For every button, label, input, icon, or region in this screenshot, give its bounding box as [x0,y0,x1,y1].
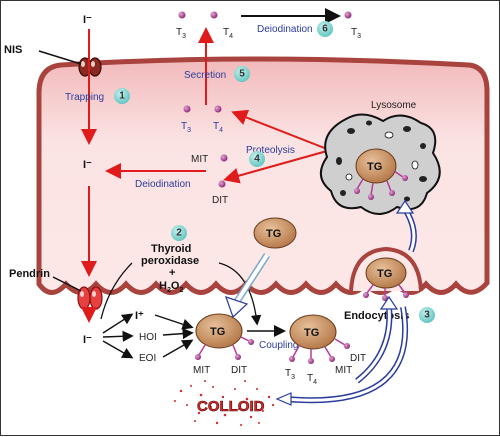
h2o2-label: H2O2 [159,280,183,294]
mit-dot [220,154,228,162]
thyroid-peroxidase-line1: Thyroid [151,243,191,255]
t3-right-label: T3 [351,27,361,40]
deiodination-top-label: Deiodination [257,24,313,35]
tg-lysosome [355,148,397,184]
proteolysis-label: Proteolysis [246,145,295,156]
iodide-top-label: I⁻ [83,14,92,26]
step-3-number: 3 [424,310,430,321]
step-2-badge [171,225,187,241]
step-2-number: 2 [176,228,182,239]
deiodination-left-label: Deiodination [135,179,191,190]
tg-lysosome-chains [356,170,404,196]
nis-label: NIS [4,44,22,56]
tg-free-label: TG [266,228,281,240]
t3-secreted-label: T3 [181,121,191,134]
t4-secreted-dot [214,105,222,113]
tg-lysosome-label: TG [367,161,382,173]
colloid-arrow-head [275,392,292,406]
mit-low-label: MIT [193,365,210,376]
to-hoi-arrow [102,330,134,342]
eoi-label: EOI [139,353,156,364]
tg-lysosome-dots [354,175,408,200]
tg-coupled [289,314,337,350]
mit-label: MIT [191,154,208,165]
colloid-speckles [174,380,275,426]
tg-endocytosed-dots [363,292,409,301]
tg-iodinated-label: TG [210,326,225,338]
step-5-badge [234,66,250,82]
proteolysis-arrow-bottom [223,150,328,184]
t3-right-dot [344,11,352,19]
t4-top-dot [210,11,218,19]
step-6-number: 6 [322,24,328,35]
tg-iodinated-chains [198,336,250,356]
tg-endocytosed-chains [366,284,406,296]
tg-endocytosed-label: TG [377,268,392,280]
proteolysis-arrow-top [231,109,328,150]
tg-iodinated-dots [195,339,254,360]
lysosome-granules [336,120,427,202]
t3-low-label: T3 [285,368,295,381]
t4-low-label: T4 [307,373,317,386]
tg-endocytosed [365,257,407,289]
pendrin-pointer [52,276,82,292]
t4-top-label: T4 [223,27,233,40]
pendrin-label: Pendrin [9,268,50,280]
step-4-number: 4 [254,154,260,165]
tg-free [253,217,297,249]
tg-coupled-dots [289,343,350,364]
tg-exocytosis-arrow-head [225,296,249,319]
iodide-low-label: I⁻ [83,334,92,346]
iodide-mid-label: I⁻ [83,159,92,171]
colloid-label: COLLOID [197,398,265,415]
dit-dot [218,180,226,188]
to-iplus-arrow [102,313,134,334]
step-1-badge [114,88,130,104]
iplus-to-tg-arrow [154,314,194,330]
peroxidase-link-curve [100,262,133,320]
step-5-number: 5 [239,69,245,80]
tg-coupled-chains [292,338,346,359]
hoi-label: HOI [139,332,157,343]
step-6-badge [317,21,333,37]
nis-pointer [38,50,82,65]
tg-iodinated [195,313,243,349]
lysosome-label: Lysosome [371,100,417,111]
tg-coupled-label: TG [304,327,319,339]
dit-low2-label: DIT [350,353,366,364]
step-3-badge [419,307,435,323]
step-1-number: 1 [119,91,125,102]
mit-low2-label: MIT [335,365,352,376]
t3-top-dot [178,11,186,19]
pendrin-transporter [77,286,103,310]
secretion-label: Secretion [184,70,226,81]
coupling-label: Coupling [259,340,298,351]
t3-top-label: T3 [176,27,186,40]
eoi-to-tg-arrow [162,339,194,358]
endocytosis-label: Endocytosis [344,310,409,322]
dit-label: DIT [212,195,228,206]
trapping-label: Trapping [65,92,104,103]
t3-secreted-dot [183,105,191,113]
plus-sign: + [169,267,175,279]
thyroid-peroxidase-line2: peroxidase [141,255,199,267]
iodine-plus-label: I⁺ [135,310,144,322]
t4-secreted-label: T4 [213,121,223,134]
step-4-badge [249,151,265,167]
hoi-to-tg-arrow [162,328,194,340]
peroxidase-to-tg-curve [218,262,262,326]
to-eoi-arrow [102,340,134,359]
dit-low-label: DIT [231,365,247,376]
